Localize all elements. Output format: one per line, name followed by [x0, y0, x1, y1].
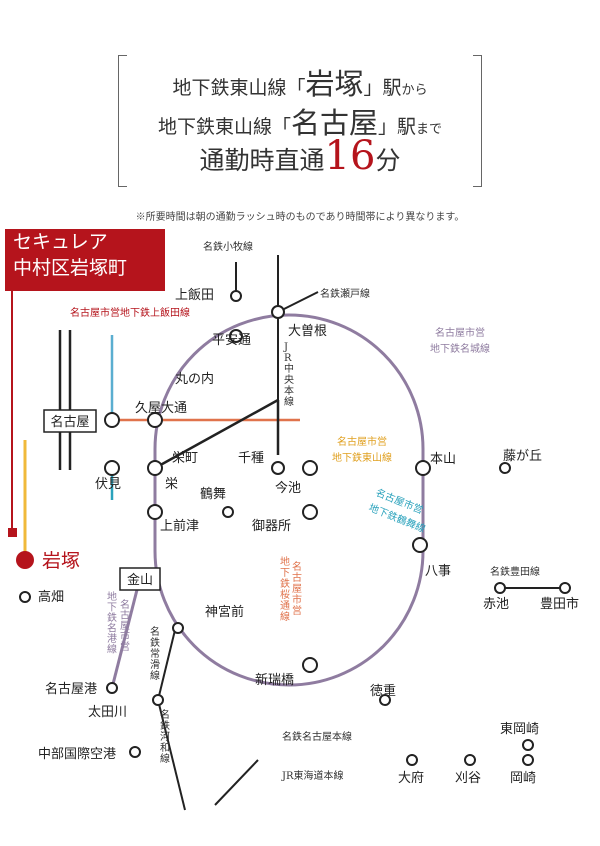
property-label: セキュレア 中村区岩塚町 [5, 229, 165, 291]
line-label-meijo-a: 名古屋市営 [435, 326, 485, 339]
label-sakae: 栄 [165, 477, 178, 492]
label-higashiokazaki: 東岡崎 [500, 721, 539, 737]
station-kamimaezu-dot [147, 504, 163, 520]
station-obu-dot [406, 754, 418, 766]
station-toyotashi-dot [559, 582, 571, 594]
label-hisaya: 久屋大通 [135, 401, 187, 416]
station-hisaya-dot [147, 412, 163, 428]
label-tsurumai: 鶴舞 [200, 486, 226, 502]
label-jingumae: 神宮前 [205, 604, 244, 620]
station-heiandori-dot [229, 329, 243, 343]
station-tokushige-dot [379, 694, 391, 706]
station-imaike-dot [302, 460, 318, 476]
line-label-meiko-b: 地下鉄名港線 [107, 590, 117, 656]
station-jingumae-dot [172, 622, 184, 634]
station-motoyama-dot [415, 460, 431, 476]
station-higashiokazaki-dot [522, 739, 534, 751]
line-label-meijo-b: 地下鉄名城線 [430, 342, 490, 355]
label-nagoyako: 名古屋港 [45, 681, 97, 697]
label-kamimaezu: 上前津 [160, 518, 199, 534]
label-imaike: 今池 [275, 480, 301, 496]
label-nagoya: 名古屋 [50, 414, 89, 430]
label-obu: 大府 [398, 771, 424, 786]
label-shinmizuhobashi: 新瑞橋 [255, 672, 294, 688]
property-name-line1: セキュレア [13, 231, 108, 253]
label-kariya: 刈谷 [455, 771, 481, 786]
line-label-higashiyama-a: 名古屋市営 [337, 435, 387, 448]
line-label-tokoname: 名鉄常滑線 [150, 625, 160, 682]
label-otagawa: 太田川 [88, 705, 127, 720]
property-marker [8, 528, 17, 537]
headline-line-1: 地下鉄東山線「岩塚」駅から [172, 67, 428, 101]
seto-line [154, 398, 279, 470]
label-airport: 中部国際空港 [38, 747, 116, 762]
line-label-kowa: 名鉄河和線 [160, 708, 170, 765]
left-bracket [118, 55, 127, 187]
station-kamiiida-dot [230, 290, 242, 302]
label-yagoto: 八事 [425, 564, 451, 579]
label-marunouchi: 丸の内 [175, 371, 214, 387]
label-toyotashi: 豊田市 [540, 596, 579, 612]
station-fujigaoka-dot [499, 462, 511, 474]
station-nagoyako-dot [106, 682, 118, 694]
label-akaike: 赤池 [483, 597, 509, 612]
line-label-kamiiida: 名古屋市営地下鉄上飯田線 [70, 306, 190, 319]
line-label-tokaido: JR東海道本線 [281, 769, 344, 782]
seto-line-upper [277, 291, 319, 313]
label-takabata: 高畑 [38, 589, 64, 605]
station-kariya-dot [464, 754, 476, 766]
line-label-sakuradori-b: 地下鉄桜通線 [280, 555, 290, 623]
headline-line-3: 通勤時直通16分 [199, 133, 401, 179]
station-gokiso-dot [302, 504, 318, 520]
station-takabata-dot [19, 591, 31, 603]
line-label-komaki: 名鉄小牧線 [203, 240, 253, 253]
tokaido-west [214, 759, 259, 806]
line-label-honsen: 名鉄名古屋本線 [282, 730, 352, 743]
station-chikusa-dot [271, 461, 285, 475]
kanayama-box [119, 567, 161, 591]
property-name-line2: 中村区岩塚町 [13, 257, 128, 279]
station-akaike-dot [494, 582, 506, 594]
station-shinmizuhobashi-dot [302, 657, 318, 673]
station-okazaki-dot [522, 754, 534, 766]
footnote: ※所要時間は朝の通勤ラッシュ時のものであり時間帯により異なります。 [135, 212, 465, 223]
meitetsu-tokoname-line [157, 629, 176, 701]
line-label-meiko-a: 名古屋市営 [120, 598, 130, 653]
label-kanayama: 金山 [127, 572, 153, 588]
station-airport-dot [129, 746, 141, 758]
station-tsurumai-dot [222, 506, 234, 518]
label-fushimi: 伏見 [95, 477, 121, 492]
station-marunouchi-dot [104, 412, 120, 428]
meitetsu-kowa-line [157, 699, 186, 811]
line-label-toyota: 名鉄豊田線 [490, 565, 540, 578]
line-label-higashiyama-b: 地下鉄東山線 [332, 451, 392, 464]
station-ozone-dot [271, 305, 285, 319]
meiko-line [110, 577, 142, 689]
station-iwatsuka-dot [16, 551, 34, 569]
station-fushimi-dot [104, 460, 120, 476]
label-chikusa: 千種 [238, 450, 264, 466]
right-bracket [473, 55, 482, 187]
label-iwatsuka: 岩塚 [42, 550, 80, 572]
label-ozone: 大曽根 [288, 324, 327, 339]
label-sakaemachi: 栄町 [172, 451, 198, 466]
station-otagawa-dot [152, 694, 164, 706]
headline-box: 地下鉄東山線「岩塚」駅から 地下鉄東山線「名古屋」駅まで 通勤時直通16分 [118, 55, 482, 187]
line-label-seto: 名鉄瀬戸線 [320, 287, 370, 300]
label-motoyama: 本山 [430, 452, 456, 467]
line-label-sakuradori-a: 名古屋市営 [292, 560, 302, 617]
label-kamiiida: 上飯田 [175, 288, 214, 303]
station-sakae-dot [147, 460, 163, 476]
label-tokushige: 徳重 [370, 683, 396, 699]
station-yagoto-dot [412, 537, 428, 553]
label-okazaki: 岡崎 [510, 771, 536, 786]
label-heiandori: 平安通 [212, 333, 251, 348]
headline-line-2: 地下鉄東山線「名古屋」駅まで [157, 106, 443, 140]
meijo-line-loop [153, 313, 425, 687]
label-fujigaoka: 藤が丘 [503, 449, 542, 464]
label-gokiso: 御器所 [252, 519, 291, 534]
nagoya-box [43, 409, 97, 433]
